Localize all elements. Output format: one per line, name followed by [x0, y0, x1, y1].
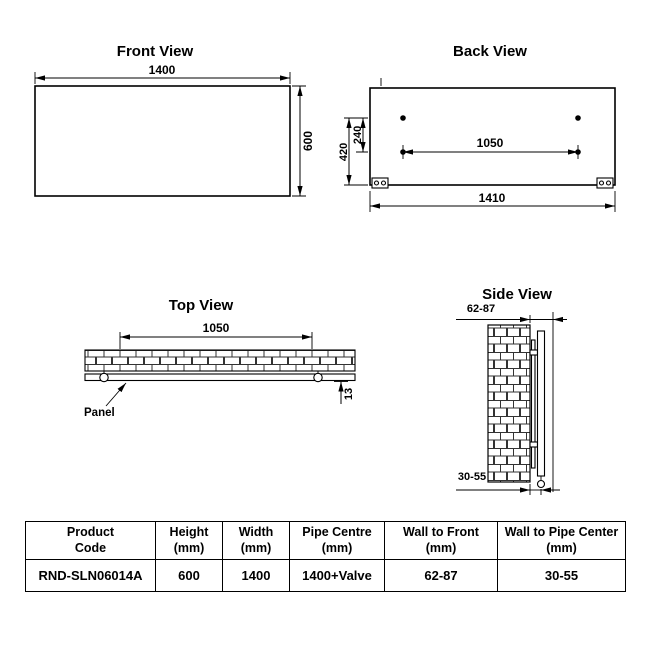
foot-bracket-right: [596, 177, 614, 189]
foot-bracket-left: [371, 177, 389, 189]
bracket-upper: [529, 349, 539, 356]
vertical-inner-dim-label: 240: [352, 126, 364, 144]
top-view: Top View 1050 Panel 13: [84, 297, 356, 419]
cell-width: 1400: [222, 559, 290, 593]
header-wall-to-front: Wall to Front (mm): [384, 520, 498, 561]
top-view-title: Top View: [169, 297, 234, 314]
technical-drawing: Front View 1400 600 Back View 1050 420 2…: [34, 43, 616, 495]
cell-pipe-centre: 1400+Valve: [289, 559, 385, 593]
bracket-centres-dim-label: 1050: [477, 136, 504, 150]
wall-section: [487, 324, 531, 483]
side-view-title: Side View: [482, 286, 552, 303]
cell-product-code: RND-SLN06014A: [25, 559, 156, 593]
spec-data-row: RND-SLN06014A 600 1400 1400+Valve 62-87 …: [25, 559, 626, 593]
pipe-valve: [536, 479, 546, 489]
wall-rail: [530, 339, 536, 469]
back-view-title: Back View: [453, 43, 527, 60]
header-wall-to-pipe-center: Wall to Pipe Center (mm): [497, 520, 626, 561]
header-width: Width (mm): [222, 520, 290, 561]
pipe-centres-dim-label: 1050: [203, 321, 230, 335]
cell-wall-to-pipe-center: 30-55: [497, 559, 626, 593]
cell-height: 600: [155, 559, 223, 593]
radiator-top-body: [84, 349, 356, 372]
header-height: Height (mm): [155, 520, 223, 561]
side-view: Side View 62-87 30-55: [456, 286, 567, 495]
back-view-outline: [369, 87, 616, 186]
spec-table: Product Code Height (mm) Width (mm) Pipe…: [25, 520, 626, 593]
panel-leader-line: [105, 382, 127, 407]
bracket-lower: [529, 441, 539, 448]
front-view-title: Front View: [117, 43, 194, 60]
spec-header-row: Product Code Height (mm) Width (mm) Pipe…: [25, 520, 626, 561]
panel-label: Panel: [84, 407, 115, 419]
radiator-side-panel: [536, 330, 546, 477]
back-view: Back View 1050 420 240 1410: [338, 43, 616, 212]
header-product-code: Product Code: [25, 520, 156, 561]
front-height-dim-label: 600: [301, 131, 315, 151]
foot-bracket-body: [596, 177, 614, 189]
valve-left: [99, 372, 109, 383]
wall-to-front-dim-label: 62-87: [467, 303, 495, 315]
vertical-outer-dim-label: 420: [338, 143, 350, 161]
front-view-outline: [34, 85, 291, 197]
mounting-hole: [400, 115, 406, 121]
wall-to-pipe-dim-label: 30-55: [458, 471, 486, 483]
header-pipe-centre: Pipe Centre (mm): [289, 520, 385, 561]
foot-bracket-hole: [373, 180, 380, 186]
cell-wall-to-front: 62-87: [384, 559, 498, 593]
panel-depth-dim-label: 13: [343, 388, 355, 400]
valve-right: [313, 372, 323, 383]
foot-bracket-hole: [380, 180, 387, 186]
mounting-hole: [575, 115, 581, 121]
foot-bracket-hole: [605, 180, 612, 186]
front-view: Front View 1400 600: [34, 43, 315, 197]
front-width-dim-label: 1400: [149, 63, 176, 77]
foot-bracket-hole: [598, 180, 605, 186]
foot-bracket-body: [371, 177, 389, 189]
overall-width-dim-label: 1410: [479, 191, 506, 205]
panel-strip: [84, 373, 356, 382]
